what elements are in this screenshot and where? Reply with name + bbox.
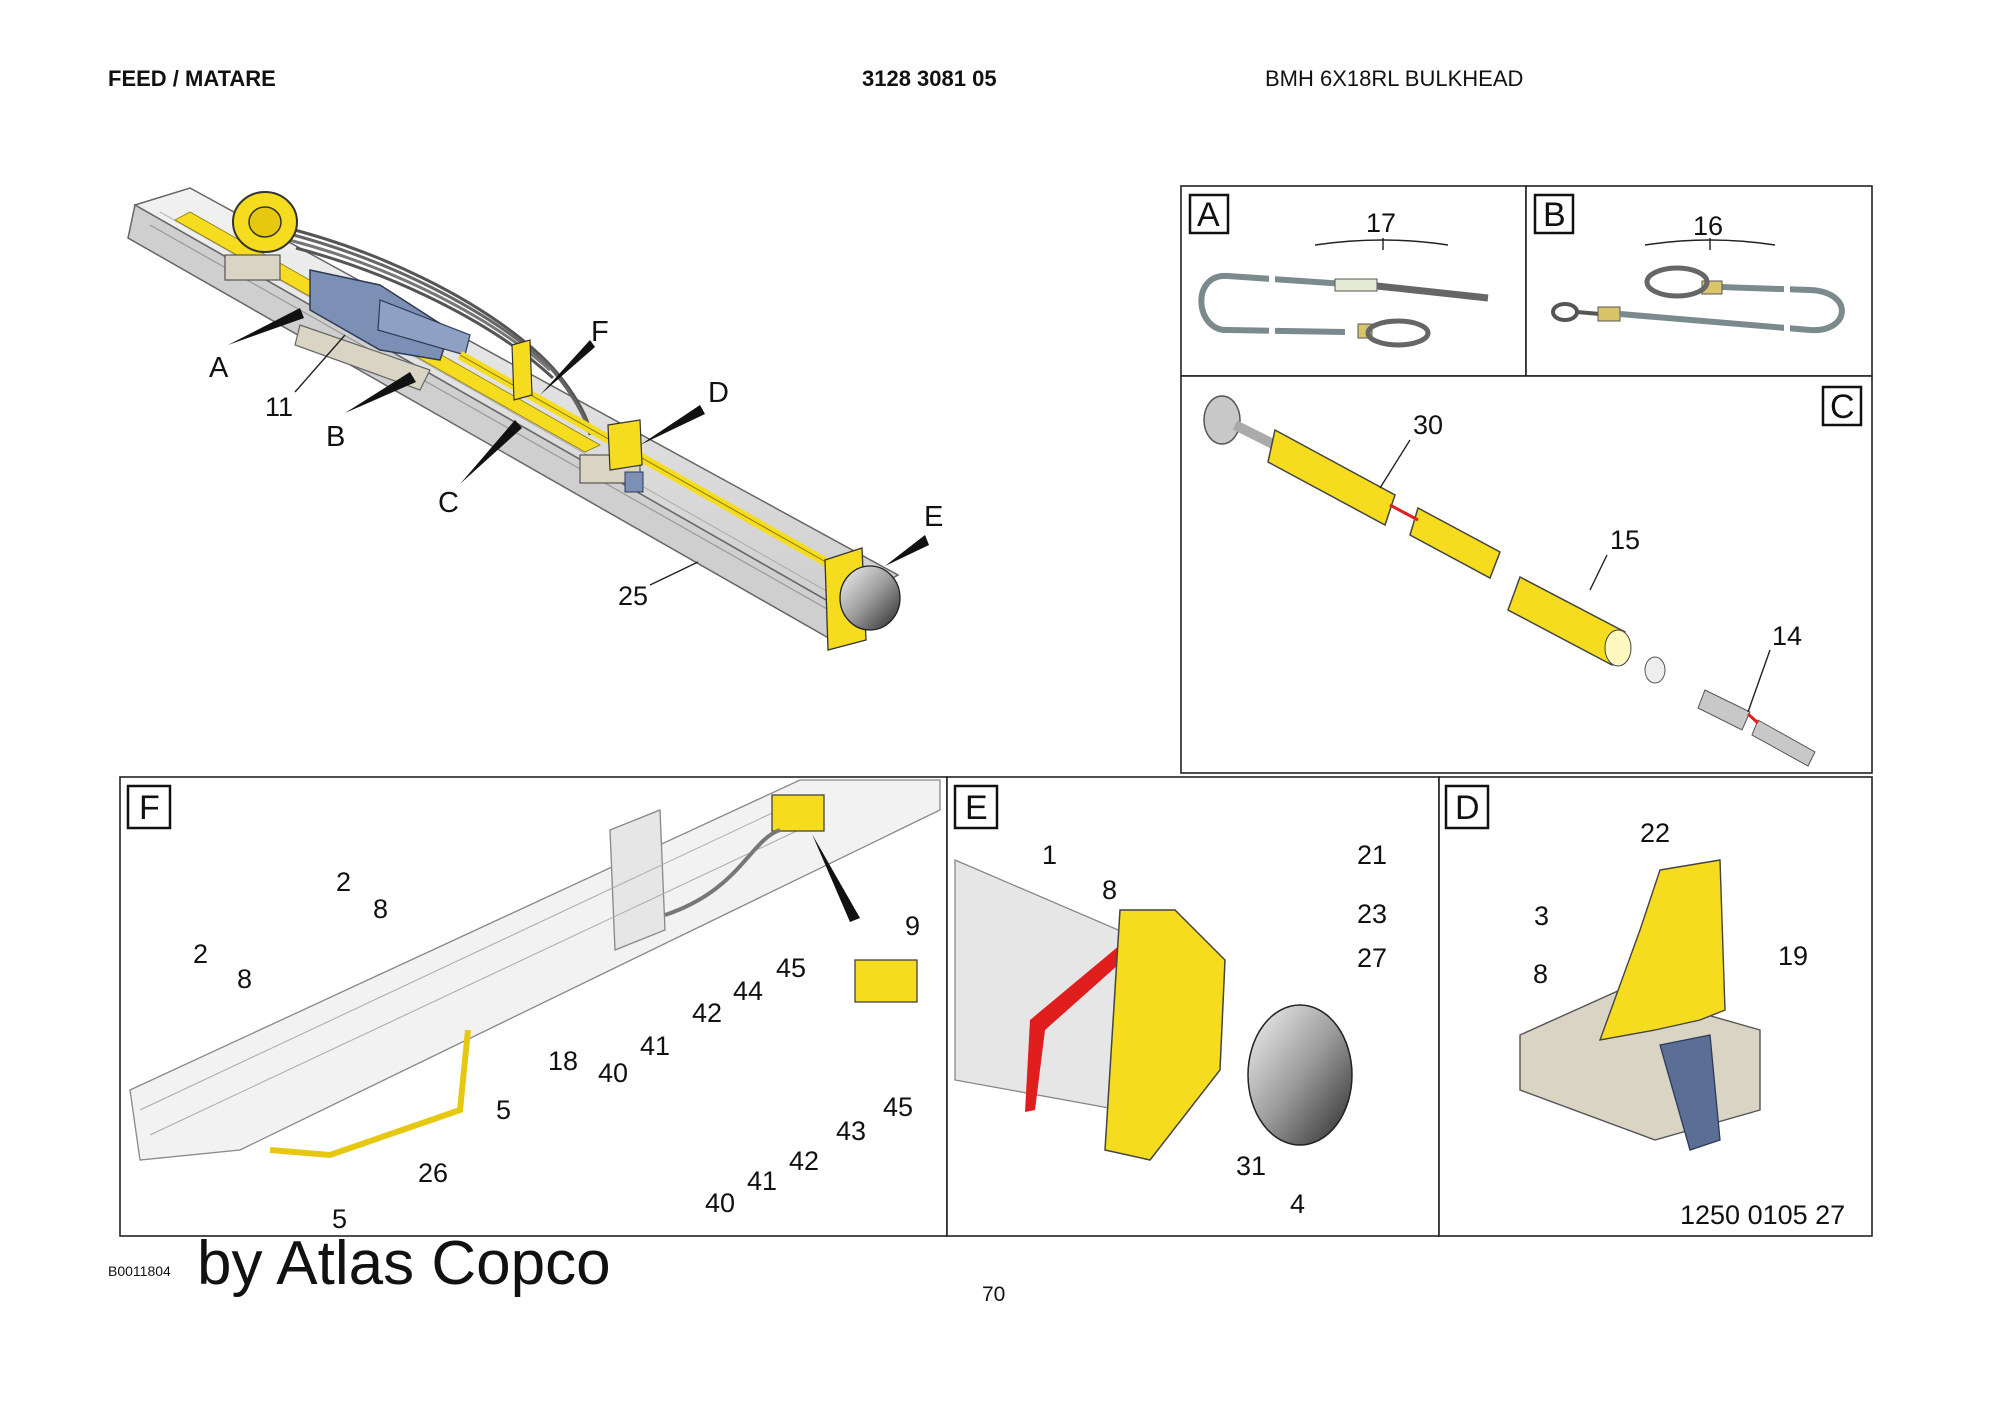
e-callout-23: 23 — [1357, 899, 1387, 929]
d-callout-3: 3 — [1534, 901, 1549, 931]
model-title: BMH 6X18RL BULKHEAD — [1265, 66, 1524, 91]
callout-11: 11 — [265, 392, 293, 422]
panel-e: E 1 8 21 23 27 31 4 — [946, 776, 1440, 1237]
bracket-19 — [1598, 859, 1726, 1041]
panel-a-label: A — [1197, 196, 1220, 234]
hose-26 — [269, 1029, 471, 1159]
pointer-e — [885, 535, 929, 566]
pointer-b — [345, 372, 416, 413]
f-callout-41a: 41 — [640, 1031, 670, 1061]
f-callout-8a: 8 — [373, 894, 388, 924]
panel-c-callout-30: 30 — [1413, 410, 1443, 440]
view-letter-d: D — [708, 377, 729, 409]
pointer-a — [228, 308, 304, 345]
panel-c-callout-15: 15 — [1610, 525, 1640, 555]
f-callout-40b: 40 — [705, 1188, 735, 1218]
page-number: 70 — [982, 1283, 1006, 1306]
view-letter-b: B — [326, 421, 345, 453]
d-callout-22: 22 — [1640, 818, 1670, 848]
d-callout-8: 8 — [1533, 959, 1548, 989]
e-callout-21: 21 — [1357, 840, 1387, 870]
panel-f: F 2 8 2 8 9 45 44 42 41 40 18 5 26 5 45 … — [119, 776, 948, 1237]
footer-code: B0011804 — [108, 1263, 171, 1279]
rubber-cushion-27 — [1247, 1004, 1353, 1146]
front-guide — [824, 547, 901, 651]
rock-drill — [294, 269, 471, 391]
central-guide — [579, 419, 644, 493]
panel-a-callout-17: 17 — [1366, 208, 1396, 238]
panel-d: D 22 3 8 19 1250 0105 27 — [1438, 776, 1873, 1237]
f-callout-2b: 2 — [193, 939, 208, 969]
panel-c-label: C — [1830, 388, 1855, 426]
d-callout-19: 19 — [1778, 941, 1808, 971]
panel-d-label: D — [1455, 789, 1480, 827]
view-letter-e: E — [924, 501, 943, 533]
blue-slide — [1659, 1034, 1721, 1151]
f-callout-40a: 40 — [598, 1058, 628, 1088]
view-letter-c: C — [438, 487, 459, 519]
pointer-c — [460, 420, 522, 484]
f-callout-8b: 8 — [237, 964, 252, 994]
panel-f-label: F — [139, 789, 160, 827]
view-letter-f: F — [591, 316, 609, 348]
f-callout-2a: 2 — [336, 867, 351, 897]
beam-section — [129, 779, 941, 1161]
f-callout-43: 43 — [836, 1116, 866, 1146]
f-callout-42a: 42 — [692, 998, 722, 1028]
f-callout-26: 26 — [418, 1158, 448, 1188]
panel-b-callout-16: 16 — [1693, 211, 1723, 241]
pointer-d — [640, 405, 705, 445]
panel-c: C 30 15 14 — [1180, 375, 1873, 774]
section-title: FEED / MATARE — [108, 66, 276, 91]
brand-watermark: by Atlas Copco — [197, 1229, 611, 1298]
pointer-f — [540, 340, 595, 395]
view-letter-a: A — [209, 352, 229, 384]
panel-a: A 17 — [1180, 185, 1527, 377]
drawing-number: 1250 0105 27 — [1680, 1200, 1845, 1230]
panel-e-label: E — [965, 789, 988, 827]
e-callout-31: 31 — [1236, 1151, 1266, 1181]
part-number: 3128 3081 05 — [862, 66, 997, 91]
rod-assembly — [1203, 395, 1816, 767]
wire-rope-16 — [1551, 265, 1845, 342]
panel-b-label: B — [1543, 196, 1566, 234]
stop-bracket — [1104, 909, 1226, 1161]
pointer-9 — [812, 834, 860, 922]
red-section — [1025, 945, 1120, 1112]
panel-b-frame — [1525, 185, 1873, 377]
f-callout-42b: 42 — [789, 1146, 819, 1176]
overview-assembly: A B C D E F 11 25 — [127, 187, 943, 651]
panel-c-callout-14: 14 — [1772, 621, 1802, 651]
rubber-stopper — [839, 565, 901, 631]
e-callout-1: 1 — [1042, 840, 1057, 870]
steel-support-bracket — [511, 339, 533, 401]
f-callout-5a: 5 — [496, 1095, 511, 1125]
f-callout-41b: 41 — [747, 1166, 777, 1196]
f-callout-44: 44 — [733, 976, 763, 1006]
callout-25: 25 — [618, 581, 648, 611]
f-callout-45a: 45 — [776, 953, 806, 983]
panel-b: B 16 — [1525, 185, 1873, 377]
e-callout-4: 4 — [1290, 1189, 1305, 1219]
hose-drum — [224, 191, 298, 281]
e-callout-8: 8 — [1102, 875, 1117, 905]
block-9 — [854, 959, 918, 1003]
e-callout-27: 27 — [1357, 943, 1387, 973]
f-callout-5b: 5 — [332, 1204, 347, 1234]
wire-rope-17 — [1198, 268, 1489, 348]
f-callout-18: 18 — [548, 1046, 578, 1076]
f-callout-9: 9 — [905, 911, 920, 941]
f-callout-45b: 45 — [883, 1092, 913, 1122]
